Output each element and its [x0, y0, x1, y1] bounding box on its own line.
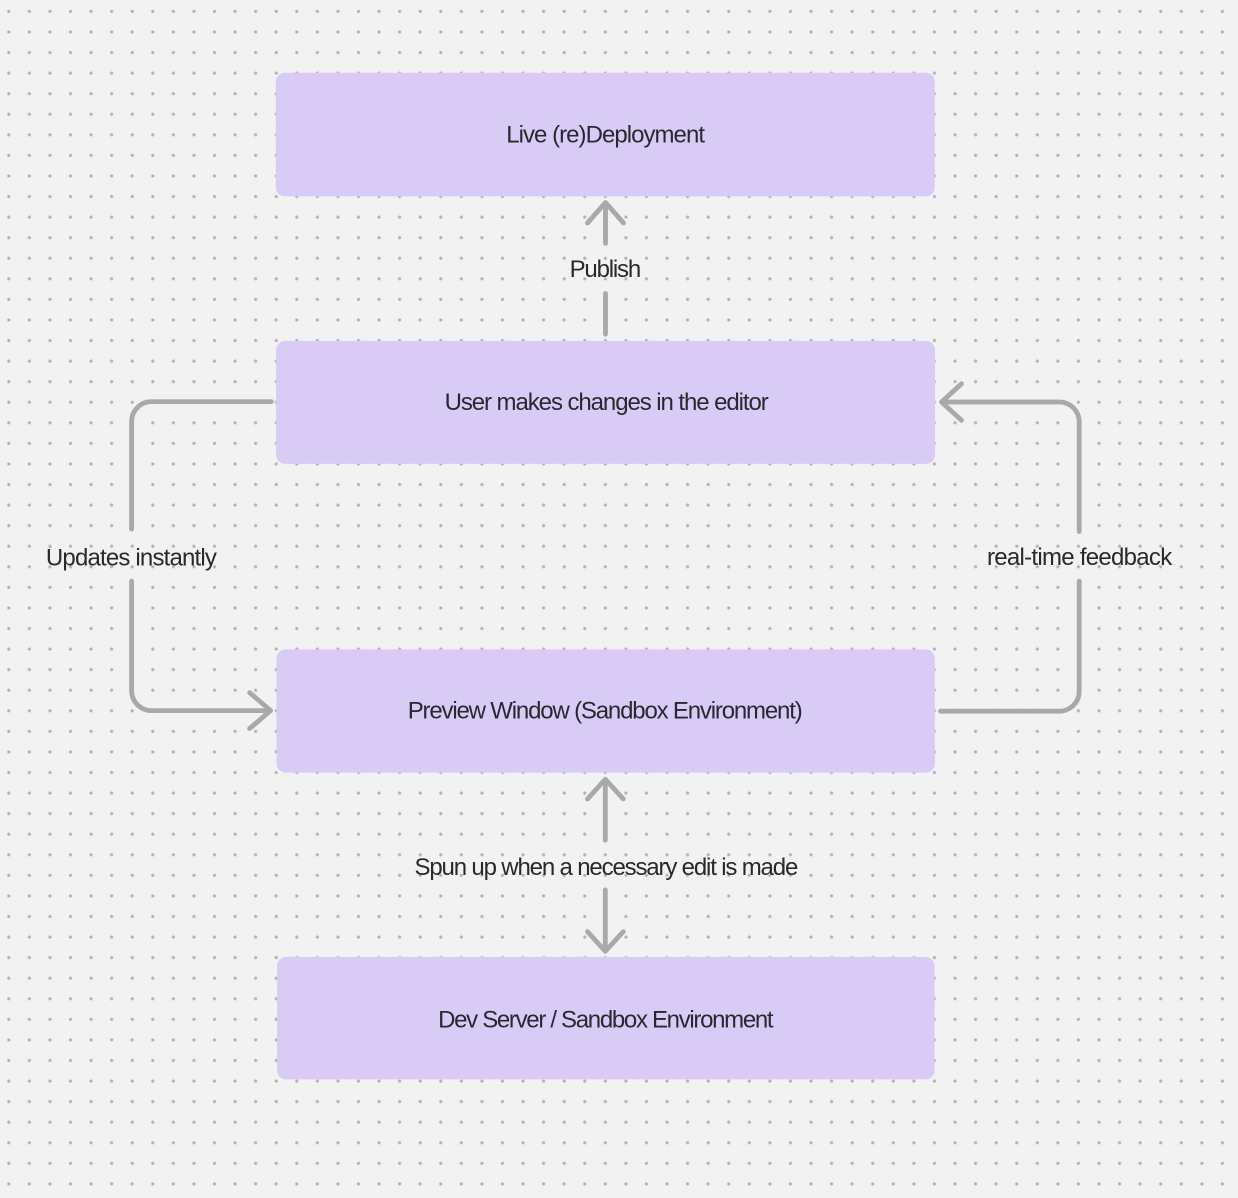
svg-text:Updates instantly: Updates instantly: [46, 545, 217, 572]
svg-text:Publish: Publish: [570, 256, 642, 283]
svg-text:User makes changes in the edit: User makes changes in the editor: [445, 389, 769, 416]
svg-text:Live (re)Deployment: Live (re)Deployment: [506, 121, 705, 148]
svg-text:Dev Server / Sandbox Environme: Dev Server / Sandbox Environment: [438, 1006, 774, 1033]
svg-text:Preview Window (Sandbox Enviro: Preview Window (Sandbox Environment): [408, 697, 803, 724]
svg-text:real-time feedback: real-time feedback: [987, 544, 1173, 571]
svg-text:Spun up when a necessary edit: Spun up when a necessary edit is made: [415, 854, 799, 881]
